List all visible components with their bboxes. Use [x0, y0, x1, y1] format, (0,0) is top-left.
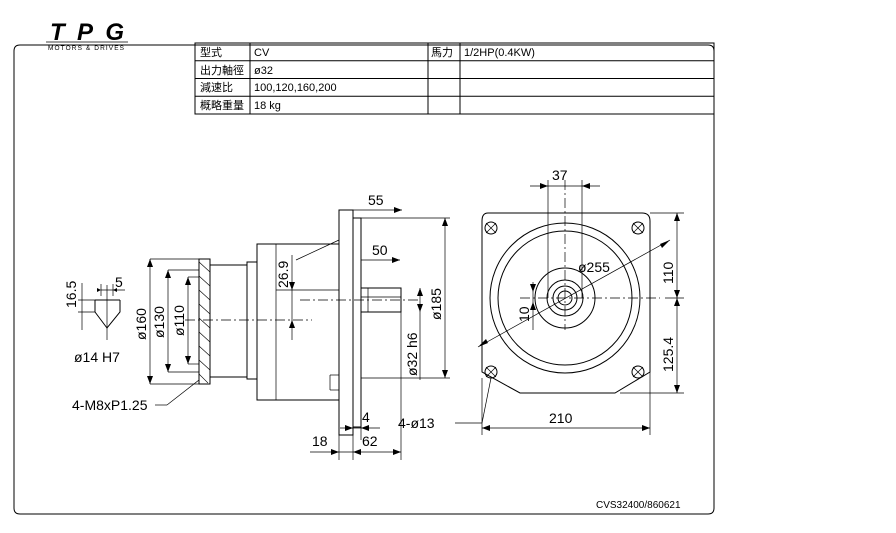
spec-value-ratio: 100,120,160,200: [254, 82, 337, 94]
spec-value-power: 1/2HP(0.4KW): [464, 47, 535, 59]
dim-dia-32-h6: ø32 h6: [404, 332, 420, 376]
spec-label-ratio: 減速比: [200, 80, 233, 94]
dim-18: 18: [312, 433, 328, 449]
mount-hole: [631, 365, 645, 379]
drawing-number: CVS32400/860621: [596, 500, 681, 511]
spec-table: 型式 CV 出力軸徑 ø32 減速比 100,120,160,200 概略重量 …: [194, 42, 715, 115]
dim-5: 5: [115, 274, 123, 290]
spec-value-weight: 18 kg: [254, 100, 281, 112]
mount-hole: [484, 365, 498, 379]
mount-hole: [484, 221, 498, 235]
dimension-lines: [147, 180, 684, 460]
dim-4-m8: 4-M8xP1.25: [72, 397, 148, 413]
dim-55: 55: [368, 192, 384, 208]
dim-125-4: 125.4: [660, 337, 676, 372]
dim-dia-185: ø185: [428, 288, 444, 320]
dim-37: 37: [552, 167, 568, 183]
dim-10: 10: [516, 306, 532, 322]
dim-210: 210: [549, 410, 573, 426]
dim-dia-14-h7: ø14 H7: [74, 349, 120, 365]
spec-label-power: 馬力: [431, 46, 453, 59]
spec-label-shaft: 出力軸徑: [200, 63, 244, 77]
spec-label-weight: 概略重量: [200, 98, 244, 112]
spec-value-shaft: ø32: [254, 65, 273, 77]
dim-dia-160: ø160: [133, 308, 149, 340]
dim-62: 62: [362, 433, 378, 449]
dim-50: 50: [372, 242, 388, 258]
dim-dia-110-left: ø110: [171, 305, 187, 336]
dim-26-9: 26.9: [275, 261, 291, 288]
spec-label-model: 型式: [200, 45, 222, 59]
drawing-frame: [13, 44, 715, 515]
mount-hole: [631, 221, 645, 235]
dimension-labels: 55 50 26.9 ø185 ø32 h6 18 4 62 4-ø13 37 …: [63, 167, 676, 449]
dim-4: 4: [362, 409, 370, 425]
front-view: [477, 180, 671, 394]
company-logo: TPG MOTORS & DRIVES: [46, 19, 128, 52]
dim-dia-130: ø130: [151, 306, 167, 338]
dim-4-dia-13: 4-ø13: [398, 415, 435, 431]
logo-subtitle: MOTORS & DRIVES: [48, 45, 125, 52]
dim-dia-255: ø255: [578, 259, 610, 275]
logo-mark: TPG: [50, 19, 124, 46]
spec-value-model: CV: [254, 47, 270, 59]
side-view: [185, 209, 420, 436]
dim-16-5: 16.5: [63, 281, 79, 308]
dim-110-right: 110: [660, 261, 676, 284]
hole-detail: [78, 283, 125, 340]
